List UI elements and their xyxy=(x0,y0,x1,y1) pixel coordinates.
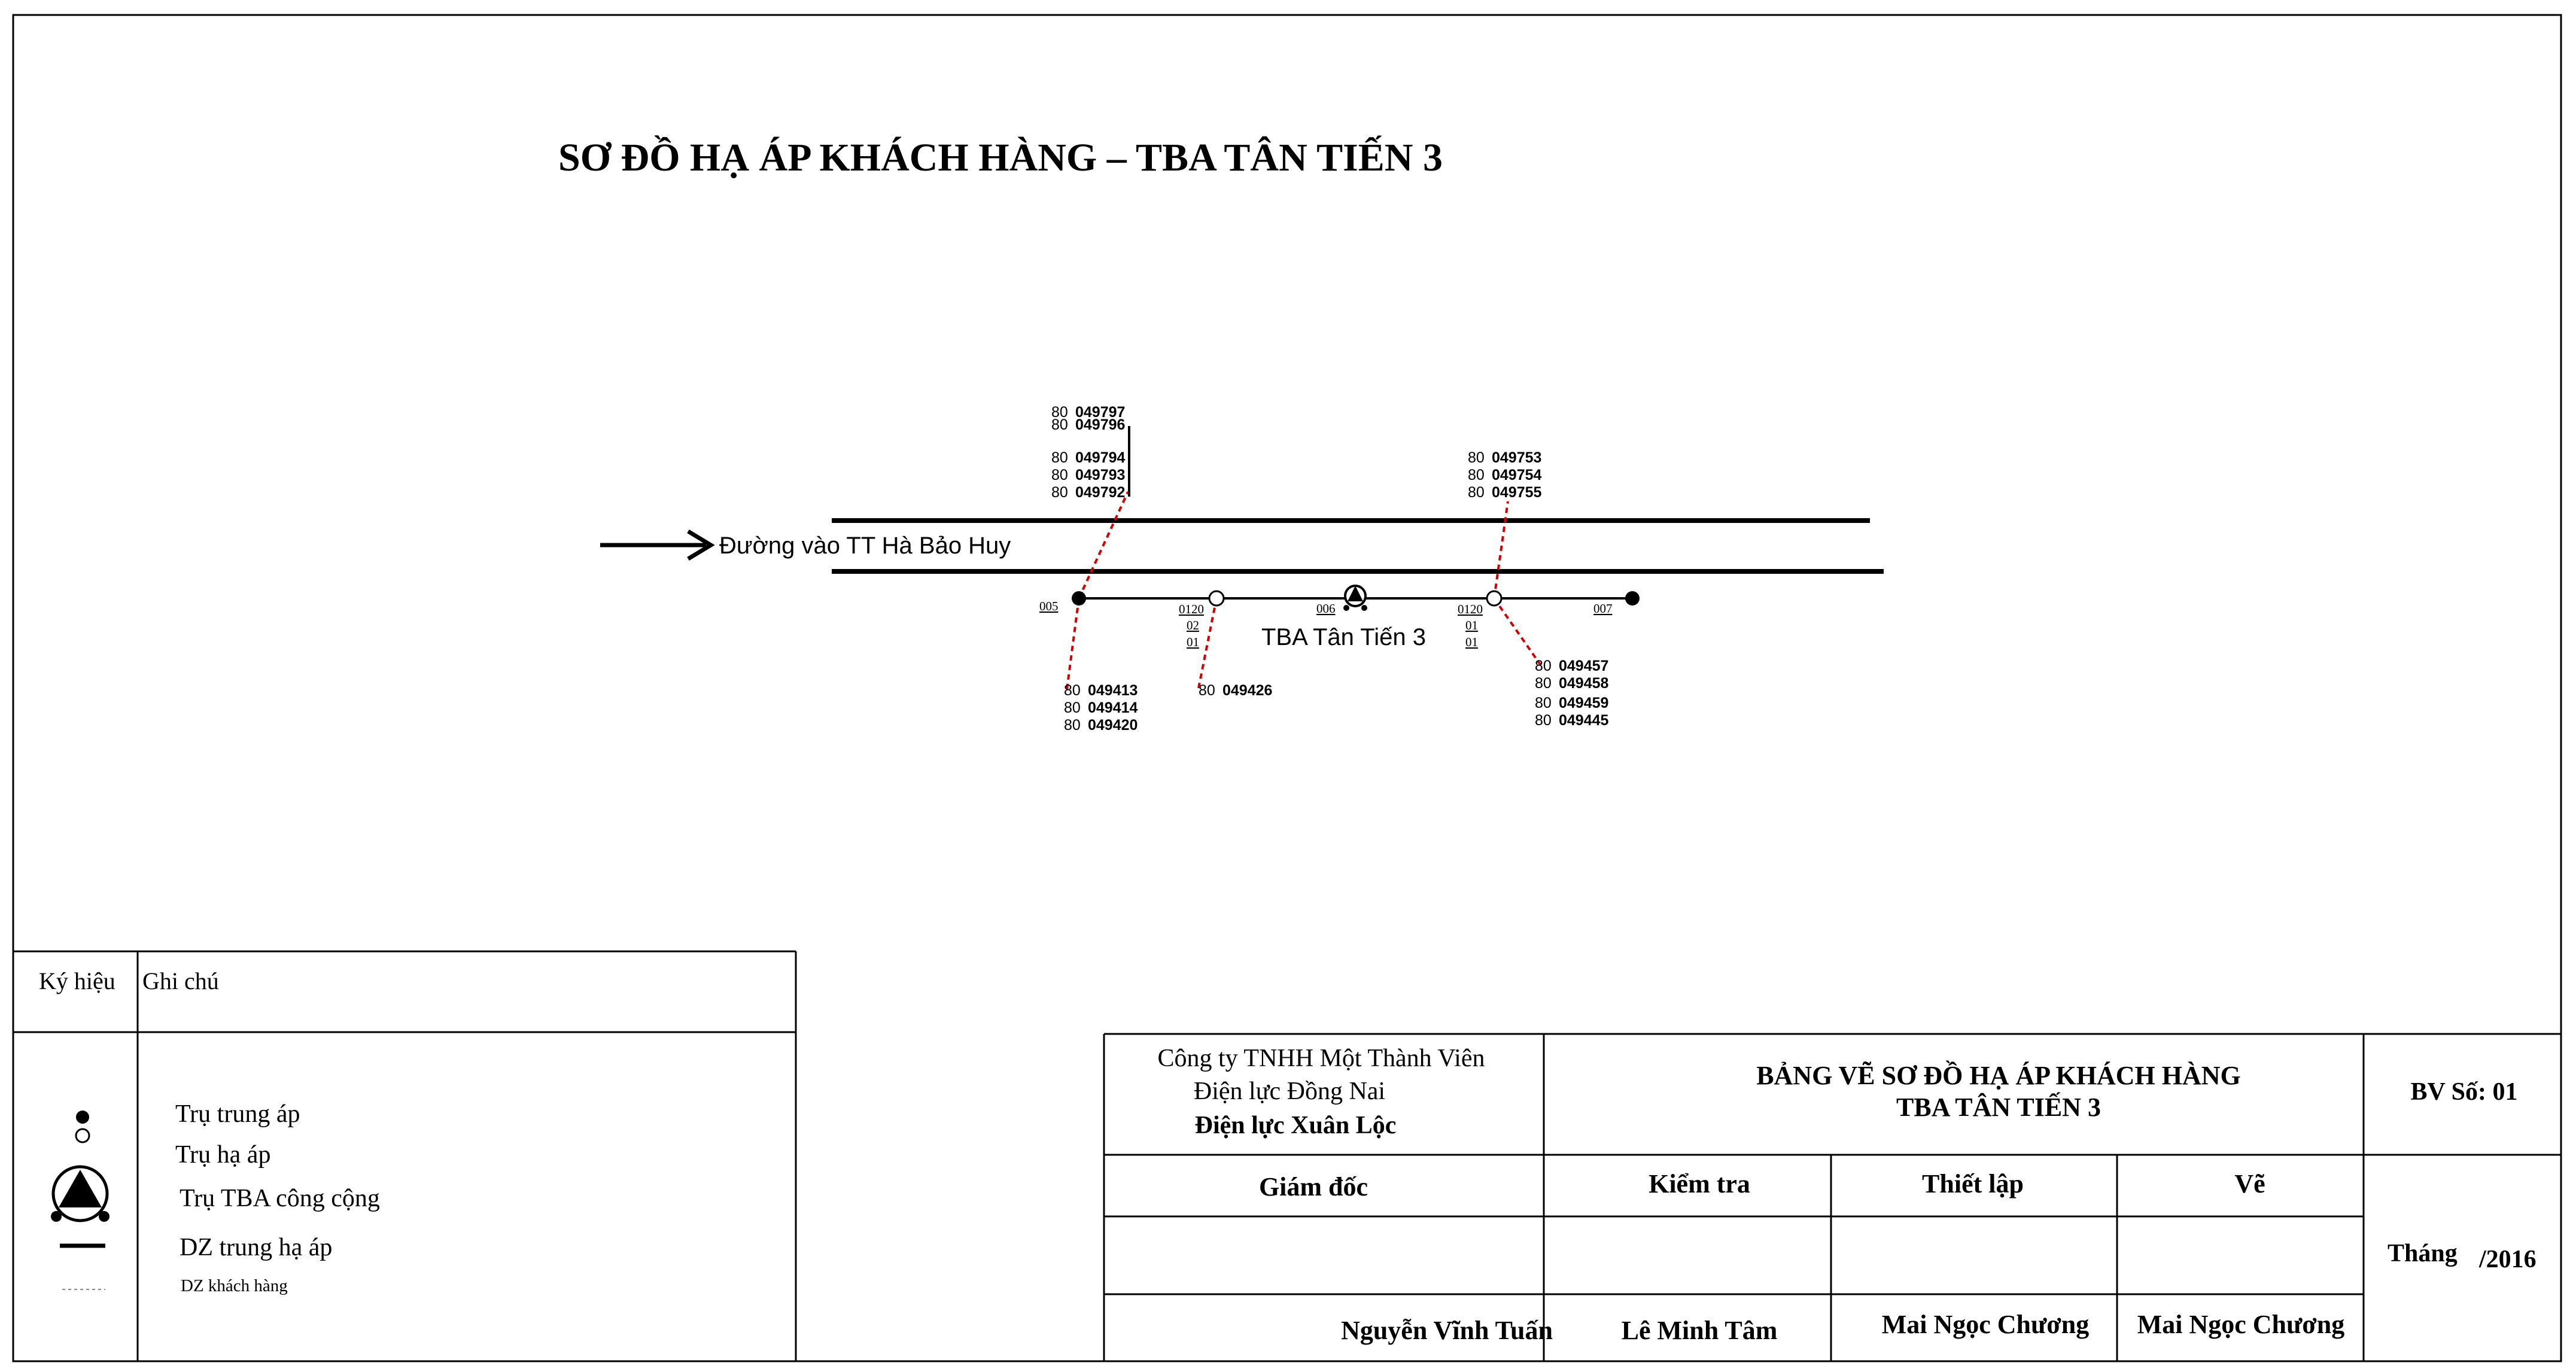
meter-code: 049797 xyxy=(1075,404,1125,421)
drawing-number: BV Số: 01 xyxy=(2411,1078,2518,1106)
road-arrow xyxy=(600,530,715,561)
role-checker: Kiểm tra xyxy=(1649,1169,1750,1198)
drawing-title-line-2: TBA TÂN TIẾN 3 xyxy=(1896,1092,2101,1122)
drawing-title-block: BẢNG VẼ SƠ ĐỒ HẠ ÁP KHÁCH HÀNG TBA TÂN T… xyxy=(1756,1060,2241,1122)
date-month-label: Tháng xyxy=(2388,1240,2458,1267)
legend-header-symbol: Ký hiệu xyxy=(39,968,115,994)
customer-line-top-left xyxy=(1078,491,1129,599)
meter-prefix: 80 xyxy=(1535,658,1552,674)
pole-label-007: 007 xyxy=(1593,601,1613,616)
pole-labels: 005 006 007 0120 02 01 0120 01 01 xyxy=(1039,599,1613,649)
meter-prefix: 80 xyxy=(1535,712,1552,729)
meter-group-top-right: 80 049753 80 049754 80 049755 xyxy=(1468,449,1542,501)
meter-prefix: 80 xyxy=(1468,467,1485,483)
customer-line-bottom-right xyxy=(1493,597,1542,667)
name-designer: Mai Ngọc Chương xyxy=(1882,1310,2090,1339)
meter-code: 049794 xyxy=(1075,449,1126,466)
pole-label-006: 006 xyxy=(1316,601,1336,616)
meter-code: 049413 xyxy=(1088,682,1138,699)
legend-table xyxy=(13,950,797,1361)
meter-prefix: 80 xyxy=(1051,449,1068,466)
road-label: Đường vào TT Hà Bảo Huy xyxy=(719,533,1011,559)
meter-code: 049445 xyxy=(1559,712,1609,729)
meter-prefix: 80 xyxy=(1051,404,1068,421)
medium-voltage-pole-icon xyxy=(1625,591,1640,606)
sheet-border xyxy=(12,14,2562,1362)
pole-label-0120-a-3: 01 xyxy=(1187,635,1199,649)
pole-label-0120-b-2: 01 xyxy=(1465,618,1478,632)
meter-prefix: 80 xyxy=(1468,449,1485,466)
drawing-title-line-1: BẢNG VẼ SƠ ĐỒ HẠ ÁP KHÁCH HÀNG xyxy=(1756,1060,2241,1090)
meter-prefix: 80 xyxy=(1051,467,1068,483)
legend-label-mv-lv-line: DZ trung hạ áp xyxy=(180,1234,332,1261)
meter-groups: 80 049797 80 049796 80 049794 80 049793 … xyxy=(1051,404,1609,734)
meter-prefix: 80 xyxy=(1064,682,1081,699)
company-branch: Điện lực Đồng Nai xyxy=(1194,1078,1385,1105)
meter-prefix: 80 xyxy=(1064,699,1081,716)
meter-code: 049459 xyxy=(1559,695,1608,711)
legend-label-low-voltage-pole: Trụ hạ áp xyxy=(175,1141,270,1169)
legend-labels: Trụ trung áp Trụ hạ áp Trụ TBA công cộng… xyxy=(175,1100,380,1295)
legend-header-note: Ghi chú xyxy=(142,968,219,994)
name-director: Nguyễn Vĩnh Tuấn xyxy=(1341,1316,1553,1345)
meter-code: 049754 xyxy=(1492,467,1542,483)
meter-group-bottom-left: 80 049413 80 049414 80 049420 xyxy=(1064,682,1138,734)
meter-code: 049755 xyxy=(1492,484,1542,501)
substation-label: TBA Tân Tiến 3 xyxy=(1261,624,1426,650)
meter-prefix: 80 xyxy=(1051,484,1068,501)
pole-label-0120-b-3: 01 xyxy=(1465,635,1478,649)
legend-label-public-substation: Trụ TBA công cộng xyxy=(180,1185,380,1212)
company-unit: Điện lực Xuân Lộc xyxy=(1195,1112,1397,1139)
legend-label-medium-voltage-pole: Trụ trung áp xyxy=(175,1100,300,1128)
meter-prefix: 80 xyxy=(1535,675,1552,692)
company-name: Công ty TNHH Một Thành Viên xyxy=(1158,1045,1485,1072)
low-voltage-pole-icon xyxy=(1486,590,1503,607)
meter-code: 049458 xyxy=(1559,675,1609,692)
medium-voltage-pole-icon xyxy=(1072,591,1086,606)
meter-prefix: 80 xyxy=(1199,682,1215,699)
role-director: Giám đốc xyxy=(1259,1172,1368,1201)
role-drafter: Vẽ xyxy=(2234,1169,2265,1198)
meter-prefix: 80 xyxy=(1535,695,1552,711)
page-title: SƠ ĐỒ HẠ ÁP KHÁCH HÀNG – TBA TÂN TIẾN 3 xyxy=(558,135,1443,180)
pole-label-0120-a-1: 0120 xyxy=(1179,602,1204,616)
meter-prefix: 80 xyxy=(1468,484,1485,501)
meter-code: 049426 xyxy=(1222,682,1272,699)
role-designer: Thiết lập xyxy=(1922,1169,2024,1198)
customer-line-bottom-left xyxy=(1066,598,1080,690)
pole-label-005: 005 xyxy=(1039,599,1059,613)
legend-label-customer-line: DZ khách hàng xyxy=(181,1276,288,1295)
substation-triangle-icon xyxy=(1343,585,1367,611)
pole-label-0120-b-1: 0120 xyxy=(1458,602,1483,616)
name-drafter: Mai Ngọc Chương xyxy=(2137,1310,2345,1339)
meter-code: 049414 xyxy=(1088,699,1138,716)
hollow-circle-icon xyxy=(75,1128,90,1143)
customer-lines xyxy=(1066,491,1542,690)
meter-prefix: 80 xyxy=(1051,416,1068,433)
meter-code: 049796 xyxy=(1075,416,1125,433)
names-row: Nguyễn Vĩnh Tuấn Lê Minh Tâm Mai Ngọc Ch… xyxy=(1341,1310,2344,1345)
pole-label-0120-a-2: 02 xyxy=(1187,618,1199,632)
meter-code: 049793 xyxy=(1075,467,1125,483)
meter-code: 049457 xyxy=(1559,658,1608,674)
substation-triangle-icon xyxy=(51,1165,110,1222)
date-year: /2016 xyxy=(2478,1246,2537,1273)
title-block-table xyxy=(1103,1033,2561,1361)
low-voltage-pole-icon xyxy=(1208,590,1225,607)
meter-prefix: 80 xyxy=(1064,717,1081,734)
meter-group-bottom-mid: 80 049426 xyxy=(1199,682,1272,699)
customer-line-top-right xyxy=(1493,501,1509,599)
meter-code: 049420 xyxy=(1088,717,1138,734)
meter-code: 049792 xyxy=(1075,484,1125,501)
filled-circle-icon xyxy=(76,1111,89,1124)
meter-code: 049753 xyxy=(1492,449,1541,466)
meter-group-top-left: 80 049797 80 049796 80 049794 80 049793 … xyxy=(1051,404,1126,501)
roles-row: Giám đốc Kiểm tra Thiết lập Vẽ xyxy=(1259,1169,2265,1201)
name-checker: Lê Minh Tâm xyxy=(1622,1316,1778,1345)
meter-group-bottom-right: 80 049457 80 049458 80 049459 80 049445 xyxy=(1535,658,1609,729)
company-block: Công ty TNHH Một Thành Viên Điện lực Đồn… xyxy=(1158,1045,1485,1139)
